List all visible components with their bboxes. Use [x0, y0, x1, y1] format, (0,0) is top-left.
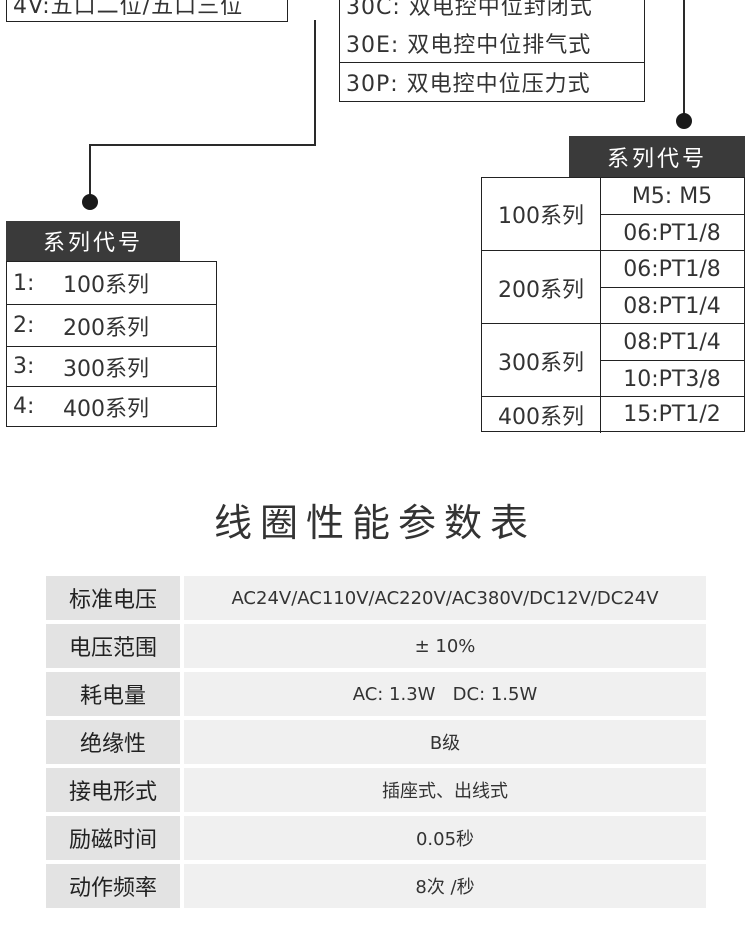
- spec-value: 0.05秒: [184, 816, 706, 860]
- spec-label: 标准电压: [46, 576, 180, 620]
- table-row: 动作频率 8次 /秒: [46, 864, 706, 908]
- valve-option-30e: 30E: 双电控中位排气式: [339, 23, 645, 63]
- spec-label: 电压范围: [46, 624, 180, 668]
- table-row: 励磁时间 0.05秒: [46, 816, 706, 860]
- series-key: 4:: [13, 394, 35, 419]
- valve-option-30p: 30P: 双电控中位压力式: [339, 62, 645, 102]
- valve-option-30c: 30C: 双电控中位封闭式: [339, 0, 645, 24]
- spec-value: B级: [184, 720, 706, 764]
- right-series-header: 系列代号: [569, 136, 745, 177]
- table-row: 绝缘性 B级: [46, 720, 706, 764]
- port-spec: 10:PT3/8: [600, 360, 744, 397]
- series-name: 200系列: [482, 251, 601, 324]
- spec-label: 励磁时间: [46, 816, 180, 860]
- connector-dot-right: [676, 113, 692, 129]
- port-spec: 06:PT1/8: [623, 256, 721, 282]
- spec-value: 插座式、出线式: [184, 768, 706, 812]
- port-spec: 08:PT1/4: [623, 329, 721, 355]
- port-spec: 08:PT1/4: [600, 287, 744, 324]
- series-value: 400系列: [63, 396, 149, 422]
- series-name: 300系列: [482, 324, 601, 397]
- series-key: 1:: [13, 270, 35, 296]
- spec-value: AC24V/AC110V/AC220V/AC380V/DC12V/DC24V: [184, 576, 706, 620]
- connector-dot-left: [82, 194, 98, 210]
- table-row: 400系列 15:PT1/2: [482, 396, 744, 433]
- table-row: 标准电压 AC24V/AC110V/AC220V/AC380V/DC12V/DC…: [46, 576, 706, 620]
- series-name: 400系列: [482, 397, 601, 433]
- connector-line-left-horizontal: [89, 144, 316, 146]
- left-series-header-label: 系列代号: [42, 231, 143, 256]
- left-series-header: 系列代号: [6, 221, 180, 261]
- valve-type-label: 4V:五口二位/五口三位: [13, 0, 244, 19]
- spec-value: AC: 1.3W DC: 1.5W: [184, 672, 706, 716]
- table-row: 耗电量 AC: 1.3W DC: 1.5W: [46, 672, 706, 716]
- series-key: 3:: [13, 354, 35, 379]
- port-spec: 06:PT1/8: [600, 214, 744, 251]
- valve-type-box: 4V:五口二位/五口三位: [6, 0, 288, 22]
- connector-line-right-vertical: [683, 0, 685, 116]
- spec-value: 8次 /秒: [184, 864, 706, 908]
- port-spec: 15:PT1/2: [623, 402, 721, 427]
- list-item: 2: 200系列: [6, 305, 217, 347]
- table-row: 100系列 M5: M5 06:PT1/8: [482, 178, 744, 250]
- table-row: 电压范围 ± 10%: [46, 624, 706, 668]
- right-series-header-label: 系列代号: [606, 146, 707, 172]
- right-series-table: 100系列 M5: M5 06:PT1/8 200系列 06:PT1/8 08:…: [481, 177, 745, 433]
- table-row: 300系列 08:PT1/4 10:PT3/8: [482, 323, 744, 397]
- list-item: 4: 400系列: [6, 387, 217, 427]
- valve-option-label: 30C: 双电控中位封闭式: [346, 0, 593, 20]
- series-value: 200系列: [63, 315, 149, 341]
- port-spec: M5: M5: [631, 183, 713, 209]
- series-name: 100系列: [482, 178, 601, 250]
- table-row: 接电形式 插座式、出线式: [46, 768, 706, 812]
- series-value: 100系列: [63, 273, 149, 298]
- spec-value: ± 10%: [184, 624, 706, 668]
- valve-option-label: 30P: 双电控中位压力式: [346, 72, 591, 97]
- spec-label: 耗电量: [46, 672, 180, 716]
- valve-option-label: 30E: 双电控中位排气式: [346, 32, 592, 58]
- connector-line-left-vertical-bottom: [89, 144, 91, 200]
- spec-label: 接电形式: [46, 768, 180, 812]
- coil-table-title: 线圈性能参数表: [213, 501, 536, 545]
- spec-label: 绝缘性: [46, 720, 180, 764]
- series-value: 300系列: [63, 356, 149, 382]
- list-item: 3: 300系列: [6, 347, 217, 387]
- connector-line-left-vertical-top: [314, 20, 316, 146]
- series-key: 2:: [13, 313, 35, 338]
- spec-label: 动作频率: [46, 864, 180, 908]
- list-item: 1: 100系列: [6, 261, 217, 305]
- left-series-list: 1: 100系列 2: 200系列 3: 300系列 4: 400系列: [6, 261, 217, 427]
- table-row: 200系列 06:PT1/8 08:PT1/4: [482, 250, 744, 324]
